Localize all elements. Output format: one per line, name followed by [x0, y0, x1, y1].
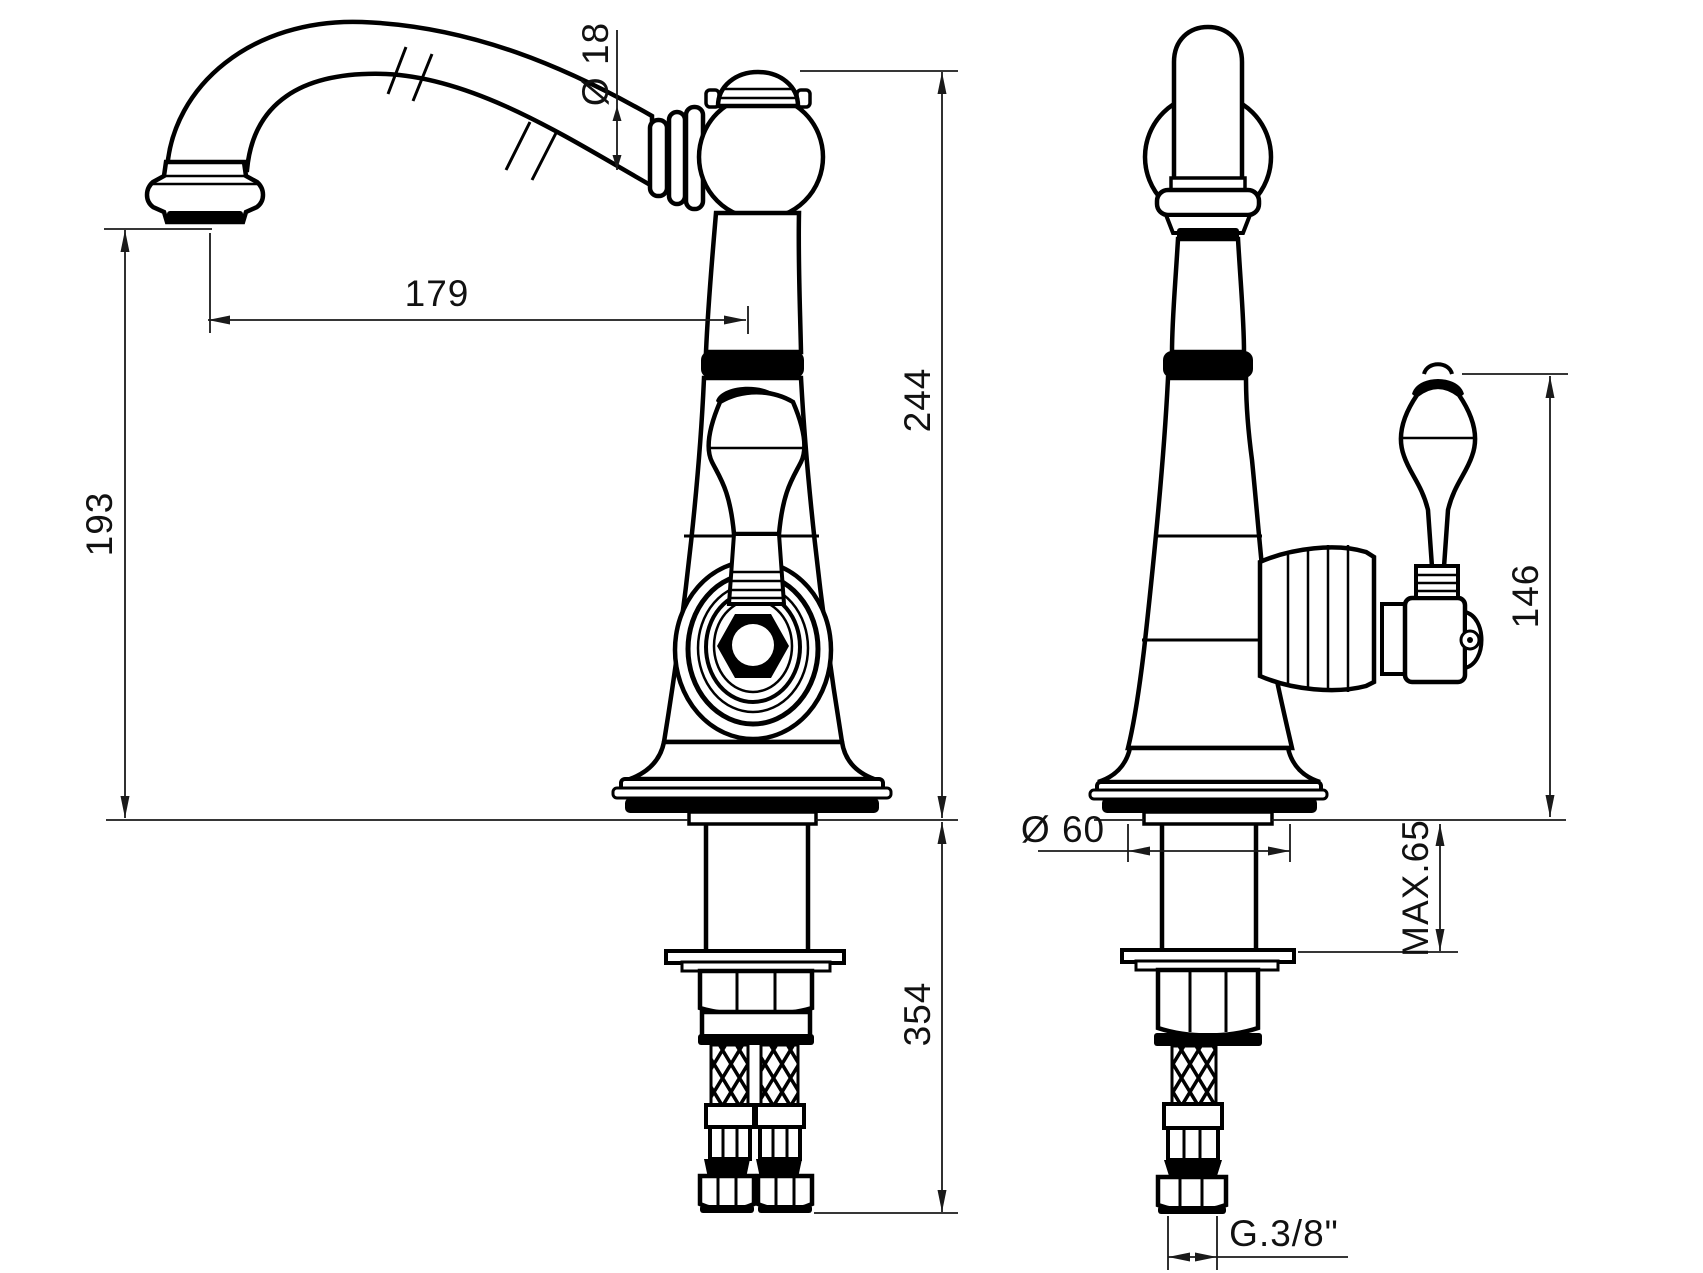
spout-collar-rings: [647, 104, 706, 212]
dimension-arrowheads: [120, 72, 1555, 1262]
side-upper-neck: [1169, 236, 1247, 355]
dim-label-max-mounting-thickness: MAX.65: [1395, 819, 1436, 957]
dim-label-base-diameter: Ø 60: [1021, 809, 1105, 850]
side-handle-lever: [1398, 362, 1478, 600]
side-spout-end: [1142, 24, 1274, 240]
swivel-ball: [696, 69, 826, 222]
front-underdeck-assembly: [664, 824, 846, 1213]
side-valve-cone: [1257, 545, 1484, 693]
dim-label-spout-diameter: Ø 18: [575, 22, 616, 106]
dim-label-total-height: 244: [897, 368, 938, 433]
base: [611, 739, 893, 826]
side-body-column: [1125, 375, 1295, 751]
o-ring-band: [701, 351, 804, 378]
dim-label-spout-outlet-height: 193: [79, 492, 120, 557]
dimension-lines: [104, 30, 1568, 1270]
dim-label-below-deck-length: 354: [897, 982, 938, 1047]
dimension-annotations: Ø 18 179 193 244 354 Ø 60 MAX.65 146 G.3…: [79, 22, 1568, 1270]
dim-label-spout-reach: 179: [405, 273, 470, 314]
front-view: [144, 19, 893, 1213]
side-base: [1088, 745, 1329, 826]
dim-label-handle-height: 146: [1505, 564, 1546, 629]
upper-neck: [703, 210, 804, 355]
dim-label-supply-connection: G.3/8": [1229, 1213, 1339, 1254]
spout-gooseneck: [164, 19, 655, 190]
spout-tip-aerator: [144, 159, 266, 225]
side-underdeck-assembly: [1120, 824, 1296, 1214]
front-handle-lever: [706, 386, 807, 678]
side-o-ring-band: [1163, 351, 1253, 378]
side-view: [1088, 24, 1484, 1214]
